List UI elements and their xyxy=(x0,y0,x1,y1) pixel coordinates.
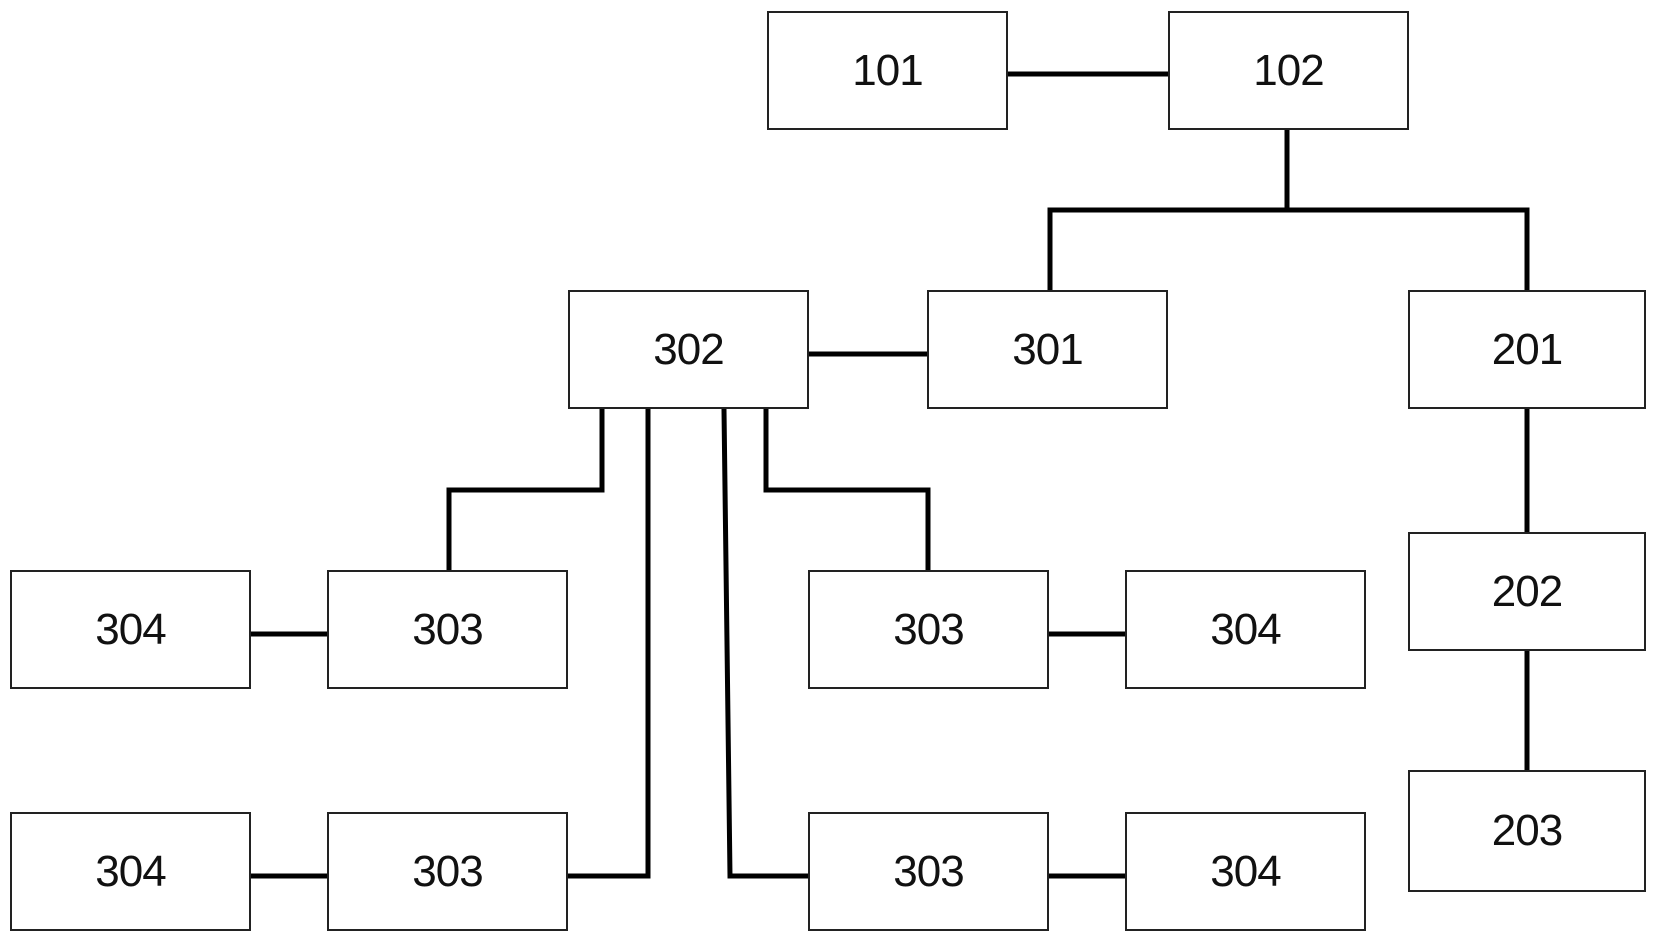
block-304-right-upper: 304 xyxy=(1125,570,1366,689)
block-201: 201 xyxy=(1408,290,1646,409)
block-303-left-upper: 303 xyxy=(327,570,568,689)
line-302-303-right-upper xyxy=(763,407,931,573)
block-303-right-lower: 303 xyxy=(808,812,1049,931)
line-branch-301 xyxy=(1047,207,1530,293)
block-101: 101 xyxy=(767,11,1008,130)
block-304-left-lower: 304 xyxy=(10,812,251,931)
line-302-303-left-lower xyxy=(565,407,651,879)
block-301: 301 xyxy=(927,290,1168,409)
block-203: 203 xyxy=(1408,770,1646,892)
block-304-right-lower: 304 xyxy=(1125,812,1366,931)
block-302: 302 xyxy=(568,290,809,409)
block-304-left-upper: 304 xyxy=(10,570,251,689)
block-102: 102 xyxy=(1168,11,1409,130)
block-303-right-upper: 303 xyxy=(808,570,1049,689)
line-302-303-left-upper xyxy=(446,407,605,573)
block-202: 202 xyxy=(1408,532,1646,651)
line-302-303-right-lower xyxy=(721,407,813,879)
block-303-left-lower: 303 xyxy=(327,812,568,931)
